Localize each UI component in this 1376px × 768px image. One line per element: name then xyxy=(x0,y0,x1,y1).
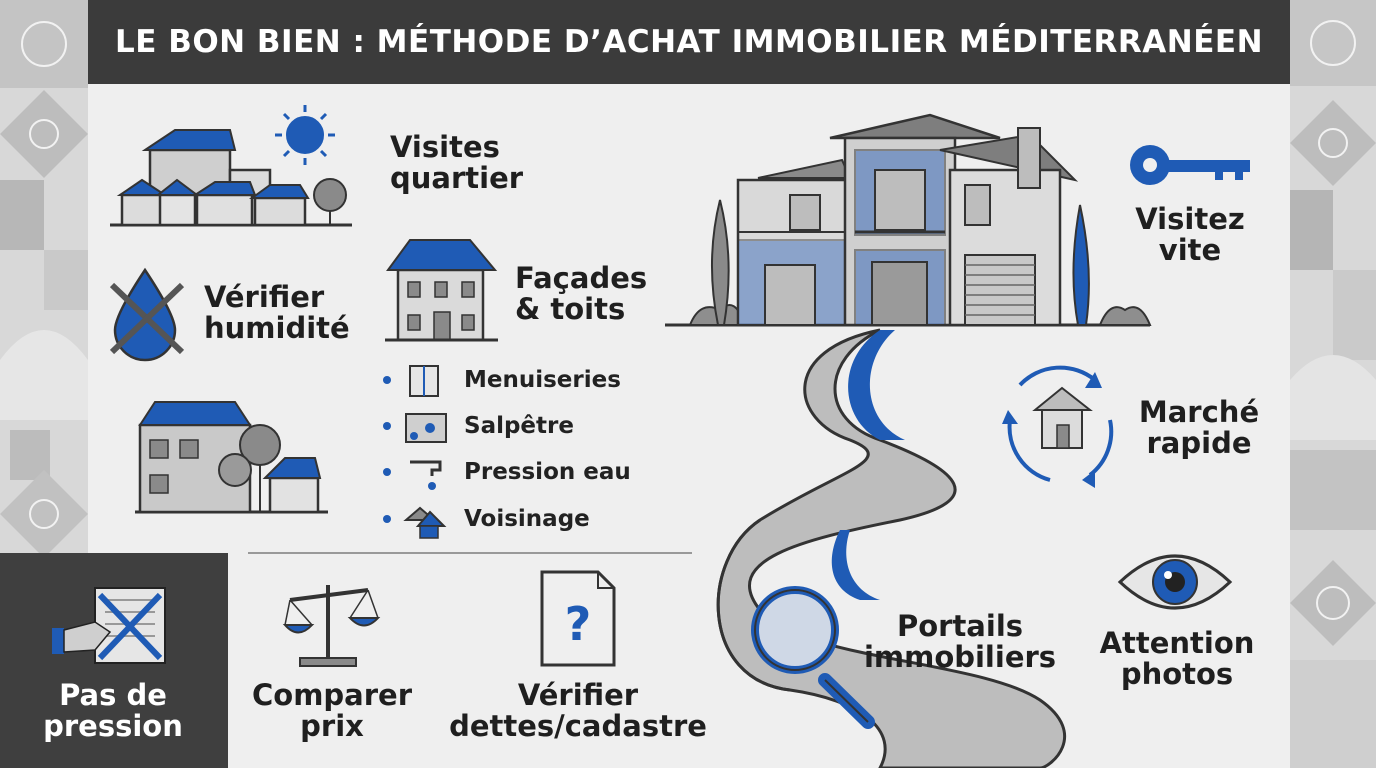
title-bar: LE BON BIEN : MÉTHODE D’ACHAT IMMOBILIER… xyxy=(88,0,1290,84)
brick-wall-icon xyxy=(405,413,447,443)
checklist-item-voisinage: Voisinage xyxy=(464,506,590,532)
scales-icon xyxy=(282,585,381,667)
checklist-item-salpetre: Salpêtre xyxy=(464,413,574,439)
verifier-humidite-label: Vérifier humidité xyxy=(204,280,350,346)
key-icon xyxy=(1130,145,1250,185)
window-icon xyxy=(409,365,439,397)
refused-contract-icon xyxy=(52,587,166,664)
house-cycle-icon xyxy=(1002,365,1114,488)
checklist-item-menuiseries: Menuiseries xyxy=(464,367,621,393)
svg-text:?: ? xyxy=(565,597,592,651)
question-document-icon: ? xyxy=(540,570,616,667)
right-tile-pattern xyxy=(1290,0,1376,768)
crossed-drop-icon xyxy=(109,267,185,362)
page-title: LE BON BIEN : MÉTHODE D’ACHAT IMMOBILIER… xyxy=(114,24,1264,60)
attention-photos-label: Attention photos xyxy=(1099,626,1255,692)
townhouse-trees-icon xyxy=(135,401,328,514)
left-tile-pattern xyxy=(0,0,88,768)
winding-road xyxy=(716,328,1066,768)
portails-immobiliers-label: Portails immobiliers xyxy=(863,609,1057,675)
facade-building-icon xyxy=(385,239,498,342)
verifier-dettes-label: Vérifier dettes/cadastre xyxy=(449,678,707,744)
marche-rapide-label: Marché rapide xyxy=(1138,395,1260,461)
checklist-item-pression-eau: Pression eau xyxy=(464,459,631,485)
houses-sun-icon xyxy=(110,105,352,227)
visites-quartier-label: Visites quartier xyxy=(390,130,524,196)
neighborhood-icon xyxy=(403,506,447,539)
magnifier-icon xyxy=(751,586,875,729)
eye-icon xyxy=(1117,554,1233,610)
villa-illustration xyxy=(665,113,1152,327)
checklist-icons xyxy=(383,365,447,539)
faucet-icon xyxy=(410,460,442,490)
comparer-prix-label: Comparer prix xyxy=(251,678,413,744)
visitez-vite-label: Visitez vite xyxy=(1135,202,1245,268)
facades-toits-label: Façades & toits xyxy=(515,261,648,327)
pas-de-pression-label: Pas de pression xyxy=(43,678,183,744)
